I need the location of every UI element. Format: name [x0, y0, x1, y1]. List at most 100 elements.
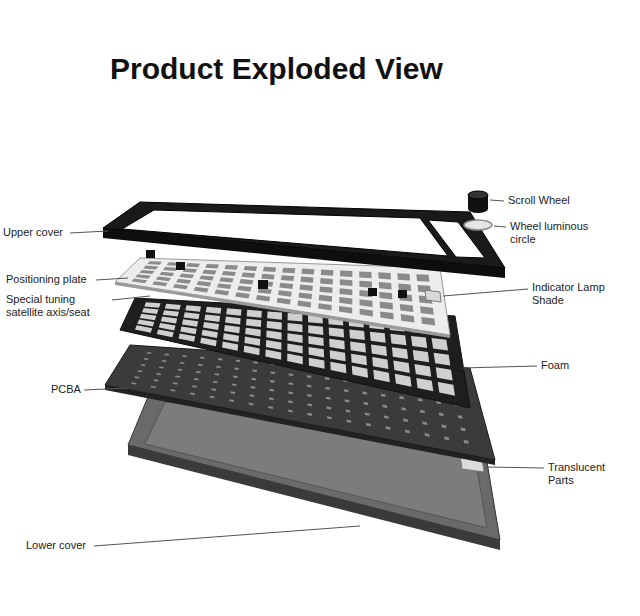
switch-cutout	[235, 292, 250, 298]
foam-cutout	[225, 317, 241, 325]
stabilizer	[176, 262, 185, 270]
pcb-pad	[251, 386, 256, 389]
pcb-pad	[214, 373, 219, 375]
foam-cutout	[267, 311, 282, 319]
pcb-pad	[288, 409, 293, 412]
part-label: PCBA	[50, 383, 82, 396]
indicator-lamp-shade	[425, 290, 441, 302]
switch-cutout	[378, 272, 391, 279]
foam-cutout	[350, 342, 366, 353]
foam-cutout	[202, 330, 218, 338]
foam-cutout	[135, 325, 152, 332]
part-label: Translucent Parts	[547, 461, 625, 487]
pcb-pad	[162, 360, 167, 362]
switch-cutout	[380, 302, 393, 310]
foam-cutout	[393, 361, 410, 373]
switch-cutout	[359, 271, 371, 278]
switch-cutout	[340, 279, 353, 286]
pcb-pad	[268, 406, 273, 409]
switch-cutout	[321, 270, 334, 276]
switch-cutout	[139, 270, 154, 274]
switch-cutout	[186, 263, 200, 267]
positioning-plate	[115, 258, 450, 335]
foam-cutout	[349, 330, 365, 341]
pcb-pad	[216, 366, 221, 368]
switch-cutout	[359, 281, 372, 288]
part-label: Positioning plate	[5, 273, 88, 286]
pcb-pad	[270, 380, 275, 383]
pcb-pad	[420, 410, 425, 413]
foam-cutout	[223, 333, 239, 342]
switch-cutout	[379, 282, 392, 289]
switch-cutout	[279, 283, 293, 289]
pcb-pad	[198, 364, 203, 366]
pcb-pad	[327, 416, 332, 419]
pcb-pad	[131, 382, 136, 384]
pcb-pad	[151, 386, 156, 388]
foam-cutout	[267, 321, 282, 330]
pcb-pad	[307, 413, 312, 416]
pcb-pad	[229, 399, 234, 402]
foam-cutout	[370, 332, 386, 343]
switch-cutout	[420, 306, 434, 315]
switch-cutout	[163, 267, 178, 271]
part-label: Lower cover	[25, 539, 87, 552]
foam-cutout	[330, 350, 346, 361]
switch-cutout	[297, 301, 311, 308]
foam-cutout	[438, 382, 455, 396]
pcb-pad	[233, 376, 238, 379]
switch-cutout	[222, 271, 236, 276]
foam-cutout	[416, 378, 433, 391]
switch-cutout	[298, 293, 312, 300]
foam-cutout	[372, 357, 388, 369]
foam-cutout	[185, 305, 201, 312]
diagram-title: Product Exploded View	[110, 52, 443, 86]
leader-line	[84, 388, 128, 390]
pcb-pad	[211, 388, 216, 391]
pcb-pad	[180, 362, 185, 364]
foam-cutout	[161, 317, 177, 324]
foam-cutout	[204, 315, 220, 322]
switch-cutout	[360, 309, 373, 317]
pcb-pad	[325, 377, 330, 380]
pcb-pad	[213, 381, 218, 383]
switch-cutout	[237, 286, 251, 292]
pcb-pad	[384, 416, 389, 419]
foam-cutout	[390, 334, 406, 346]
switch-cutout	[159, 272, 174, 277]
switch-cutout	[319, 295, 332, 302]
pcb-pad	[137, 370, 142, 372]
foam-cutout	[351, 354, 367, 366]
foam-cutout	[287, 333, 302, 343]
switch-cutout	[320, 286, 333, 293]
foam-cutout	[432, 338, 449, 350]
pcb-pad	[399, 396, 404, 399]
switch-cutout	[380, 311, 394, 319]
switch-cutout	[224, 265, 238, 270]
foam-cutout	[266, 331, 281, 340]
pcb-pad	[401, 407, 406, 410]
pcb-pad	[134, 376, 139, 378]
switch-cutout	[281, 275, 294, 281]
leader-line	[462, 366, 537, 368]
foam-cutout	[200, 338, 217, 347]
foam-cutout	[203, 322, 219, 330]
pcb-pad	[458, 415, 463, 419]
foam-cutout	[180, 326, 197, 334]
pcb-pad	[385, 426, 390, 430]
switch-cutout	[156, 277, 171, 282]
foam-cutout	[308, 325, 323, 335]
switch-cutout	[197, 281, 212, 286]
switch-cutout	[340, 288, 353, 295]
foam-cutout	[244, 346, 260, 356]
pcb-pad	[249, 403, 254, 406]
pcb-pad	[210, 396, 215, 399]
switch-cutout	[360, 299, 373, 307]
foam-cutout	[246, 319, 261, 327]
switch-cutout	[340, 271, 352, 277]
pcb-pad	[439, 413, 444, 417]
foam-cutout	[140, 314, 157, 321]
pcb-pad	[441, 425, 446, 429]
pcb-pad	[307, 375, 311, 378]
foam-cutout	[245, 328, 261, 337]
